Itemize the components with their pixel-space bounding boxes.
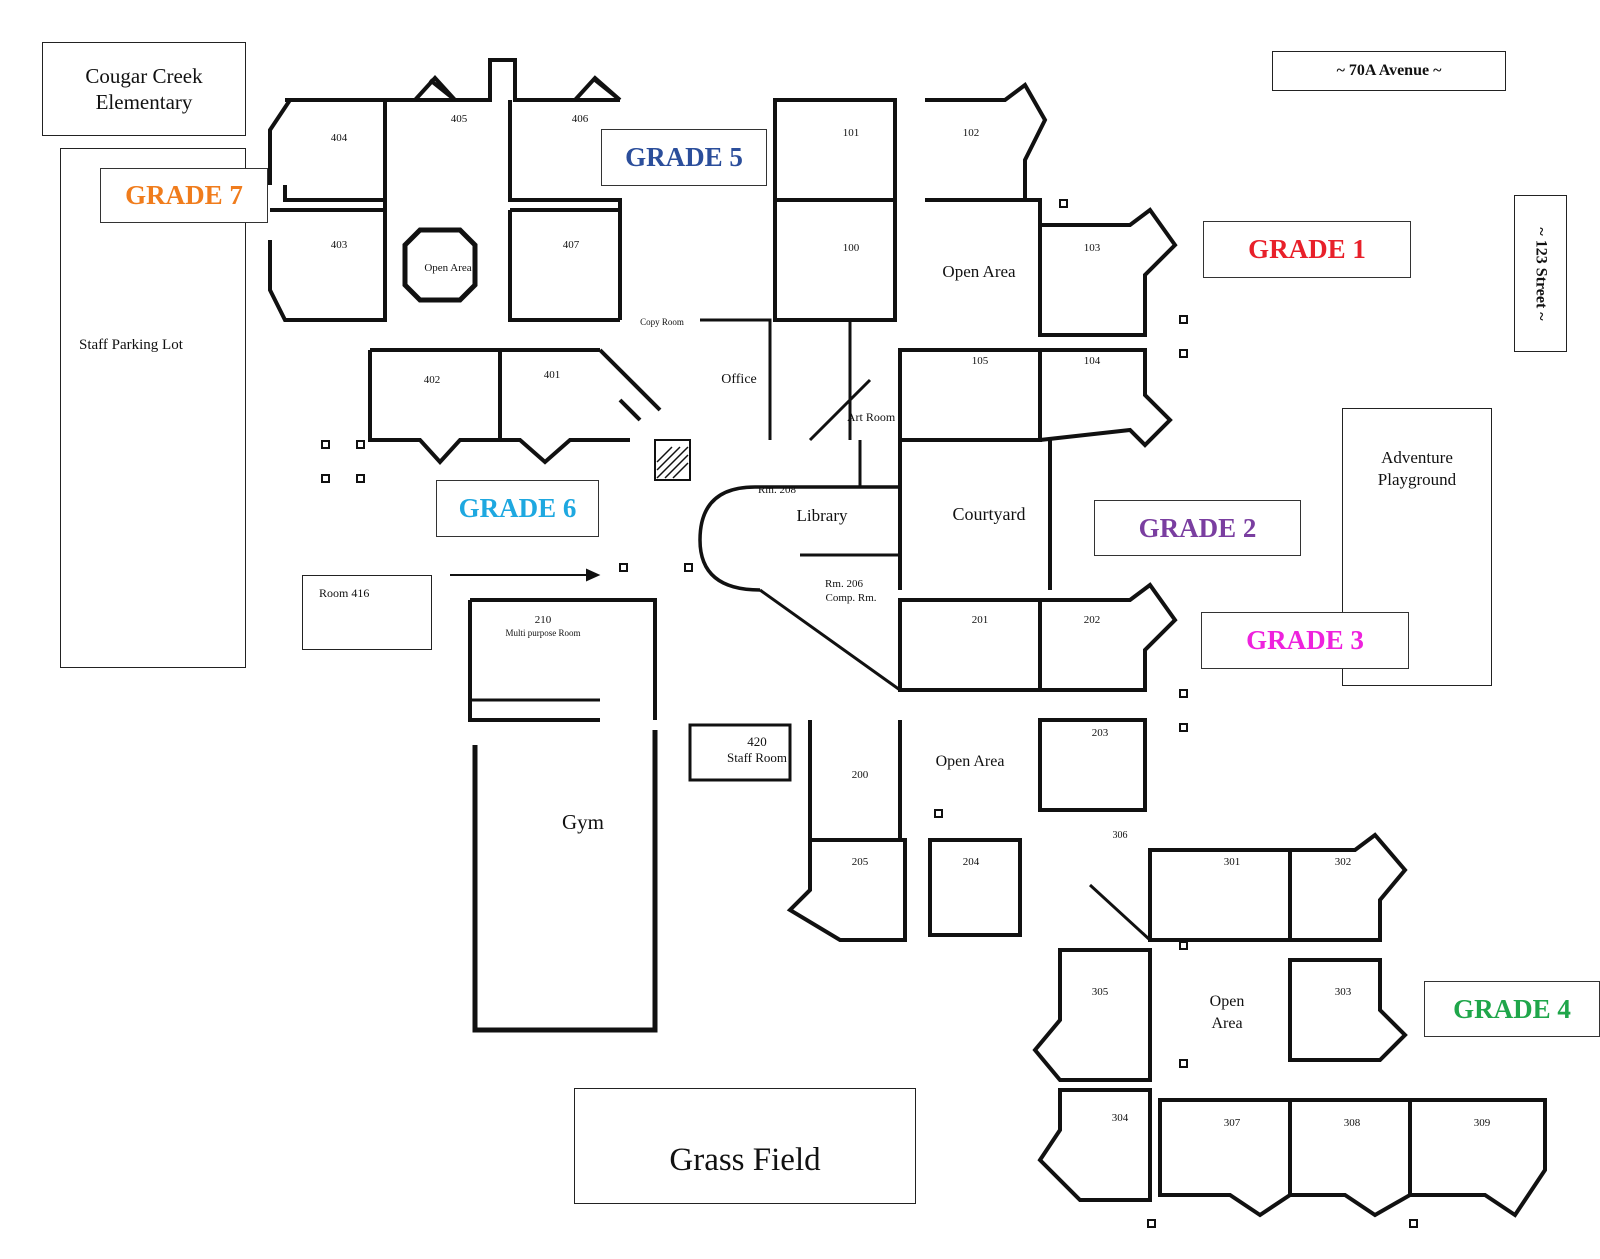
room-402: 402 (423, 374, 441, 386)
grade-3-text: GRADE 3 (1246, 625, 1364, 655)
school-name-line2: Elementary (95, 90, 193, 114)
grade-2-text: GRADE 2 (1138, 512, 1257, 543)
art-room-label: Art Room (846, 410, 896, 424)
room-105: 105 (971, 355, 989, 367)
playground-label-line2: Playground (1377, 470, 1457, 489)
open-area-grade4-line2: Area (1211, 1015, 1243, 1032)
grade-4-label: GRADE 4 (1424, 981, 1600, 1037)
open-area-grade1-label: Open Area (942, 262, 1016, 281)
room-306: 306 (1112, 830, 1128, 841)
school-name-box: Cougar Creek Elementary (42, 42, 246, 136)
room-303: 303 (1334, 986, 1352, 998)
rm-420-number: 420 (747, 734, 767, 749)
room-205: 205 (851, 856, 869, 868)
room-103: 103 (1083, 242, 1101, 254)
room-302: 302 (1334, 856, 1352, 868)
room-201: 201 (971, 614, 989, 626)
copy-room-label: Copy Room (640, 317, 684, 327)
room-301: 301 (1223, 856, 1241, 868)
room-100: 100 (842, 242, 860, 254)
grade-7-text: GRADE 7 (125, 180, 243, 210)
grade-1-text: GRADE 1 (1248, 234, 1366, 264)
grass-field-label: Grass Field (669, 1141, 821, 1178)
playground-label-line1: Adventure (1381, 448, 1453, 467)
room-101: 101 (842, 127, 860, 139)
staff-parking-lot: Staff Parking Lot (60, 148, 246, 668)
grade-2-label: GRADE 2 (1094, 500, 1301, 556)
room-405: 405 (450, 113, 468, 125)
room-309: 309 (1473, 1117, 1491, 1129)
grade-4-text: GRADE 4 (1453, 993, 1571, 1024)
room-404: 404 (330, 132, 348, 144)
school-name-line1: Cougar Creek (85, 64, 203, 88)
grade-5-label: GRADE 5 (601, 129, 767, 186)
room-308: 308 (1343, 1117, 1361, 1129)
grade-1-label: GRADE 1 (1203, 221, 1411, 278)
open-area-grade4-line1: Open (1209, 993, 1245, 1010)
room-406: 406 (571, 113, 589, 125)
rm-420-name: Staff Room (726, 750, 788, 765)
street-70a-avenue-label: ~ 70A Avenue ~ (1336, 62, 1442, 79)
street-123-street: ~ 123 Street ~ (1514, 195, 1567, 352)
office-label: Office (721, 372, 757, 387)
street-123-street-label: ~ 123 Street ~ (1532, 226, 1550, 321)
room-304: 304 (1111, 1112, 1129, 1124)
room-305: 305 (1091, 986, 1109, 998)
room-203: 203 (1091, 727, 1109, 739)
room-104: 104 (1083, 355, 1101, 367)
staff-parking-lot-label: Staff Parking Lot (79, 337, 183, 353)
room-204: 204 (962, 856, 980, 868)
room-416-label: Room 416 (319, 586, 370, 600)
open-area-grade3-label: Open Area (935, 753, 1005, 770)
rm-210-number: 210 (534, 614, 552, 626)
grade-3-label: GRADE 3 (1201, 612, 1409, 669)
gym-label: Gym (562, 810, 604, 834)
street-70a-avenue: ~ 70A Avenue ~ (1272, 51, 1506, 91)
room-202: 202 (1083, 614, 1101, 626)
grade-7-label: GRADE 7 (100, 168, 268, 223)
courtyard-label: Courtyard (952, 504, 1026, 524)
open-area-grade5-label: Open Area (424, 262, 472, 274)
grade-6-text: GRADE 6 (458, 493, 577, 523)
room-307: 307 (1223, 1117, 1241, 1129)
room-401: 401 (543, 369, 561, 381)
rm-206-label-line1: Rm. 206 (825, 578, 863, 590)
rm-206-label-line2: Comp. Rm. (825, 592, 877, 604)
rm-208-label: Rm. 208 (758, 484, 796, 496)
room-200: 200 (851, 769, 869, 781)
room-407: 407 (562, 239, 580, 251)
grade-5-text: GRADE 5 (625, 142, 743, 172)
room-416: Room 416 (302, 575, 432, 650)
library-label: Library (796, 506, 848, 525)
grade-6-label: GRADE 6 (436, 480, 599, 537)
room-403: 403 (330, 239, 348, 251)
rm-210-name: Multi purpose Room (505, 628, 581, 638)
room-102: 102 (962, 127, 980, 139)
grass-field: Grass Field (574, 1088, 916, 1204)
